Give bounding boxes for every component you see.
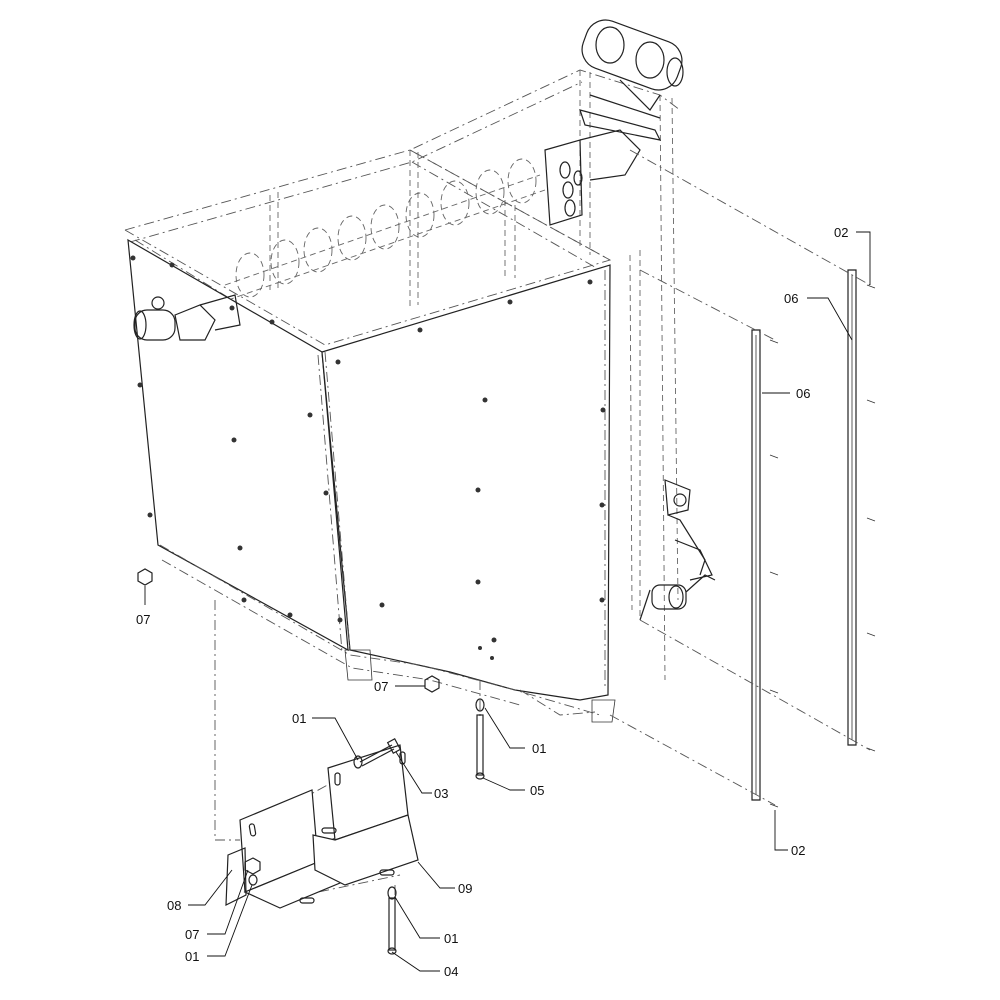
top-right-hydraulic-motor [581, 19, 684, 111]
callout-06-left: 06 [796, 386, 810, 401]
callout-01-lower-right: 01 [444, 931, 458, 946]
callout-09: 09 [458, 881, 472, 896]
callout-07-lower: 07 [185, 927, 199, 942]
callout-01-bolt-05: 01 [532, 741, 546, 756]
callout-leaders [144, 231, 871, 972]
callout-07-middle: 07 [374, 679, 388, 694]
left-hydraulic-motor [133, 294, 241, 341]
callout-01-upper: 01 [292, 711, 306, 726]
callout-07-left: 07 [136, 612, 150, 627]
bolt-05 [475, 698, 485, 780]
auger-screw [224, 158, 546, 301]
callout-01-lower-left: 01 [185, 949, 199, 964]
callout-06-right: 06 [784, 291, 798, 306]
bolt-04 [387, 886, 397, 955]
side-rail-06-left [751, 329, 761, 801]
washer-01-upper [353, 755, 363, 769]
panel-bolts [130, 255, 606, 660]
bottom-frame-rails [159, 544, 616, 723]
side-rail-06-right [847, 269, 857, 746]
rail-bolts [769, 284, 876, 808]
nut-07-lower [244, 857, 261, 886]
callout-08: 08 [167, 898, 181, 913]
bolt-03 [359, 738, 402, 767]
mounting-bracket-09 [312, 744, 419, 886]
callout-05: 05 [530, 783, 544, 798]
hopper-front-panel [317, 264, 611, 701]
callout-labels: 02 06 06 07 07 01 01 03 05 02 08 09 07 0… [136, 225, 848, 979]
callout-02-bottom: 02 [791, 843, 805, 858]
callout-02-top: 02 [834, 225, 848, 240]
nut-07-middle [424, 675, 440, 693]
hopper-left-panel [127, 238, 349, 652]
upper-drive-bracket [544, 94, 662, 226]
callout-03: 03 [434, 786, 448, 801]
right-hinge-assembly [639, 479, 716, 621]
nut-07-left [137, 568, 153, 586]
callout-04: 04 [444, 964, 458, 979]
